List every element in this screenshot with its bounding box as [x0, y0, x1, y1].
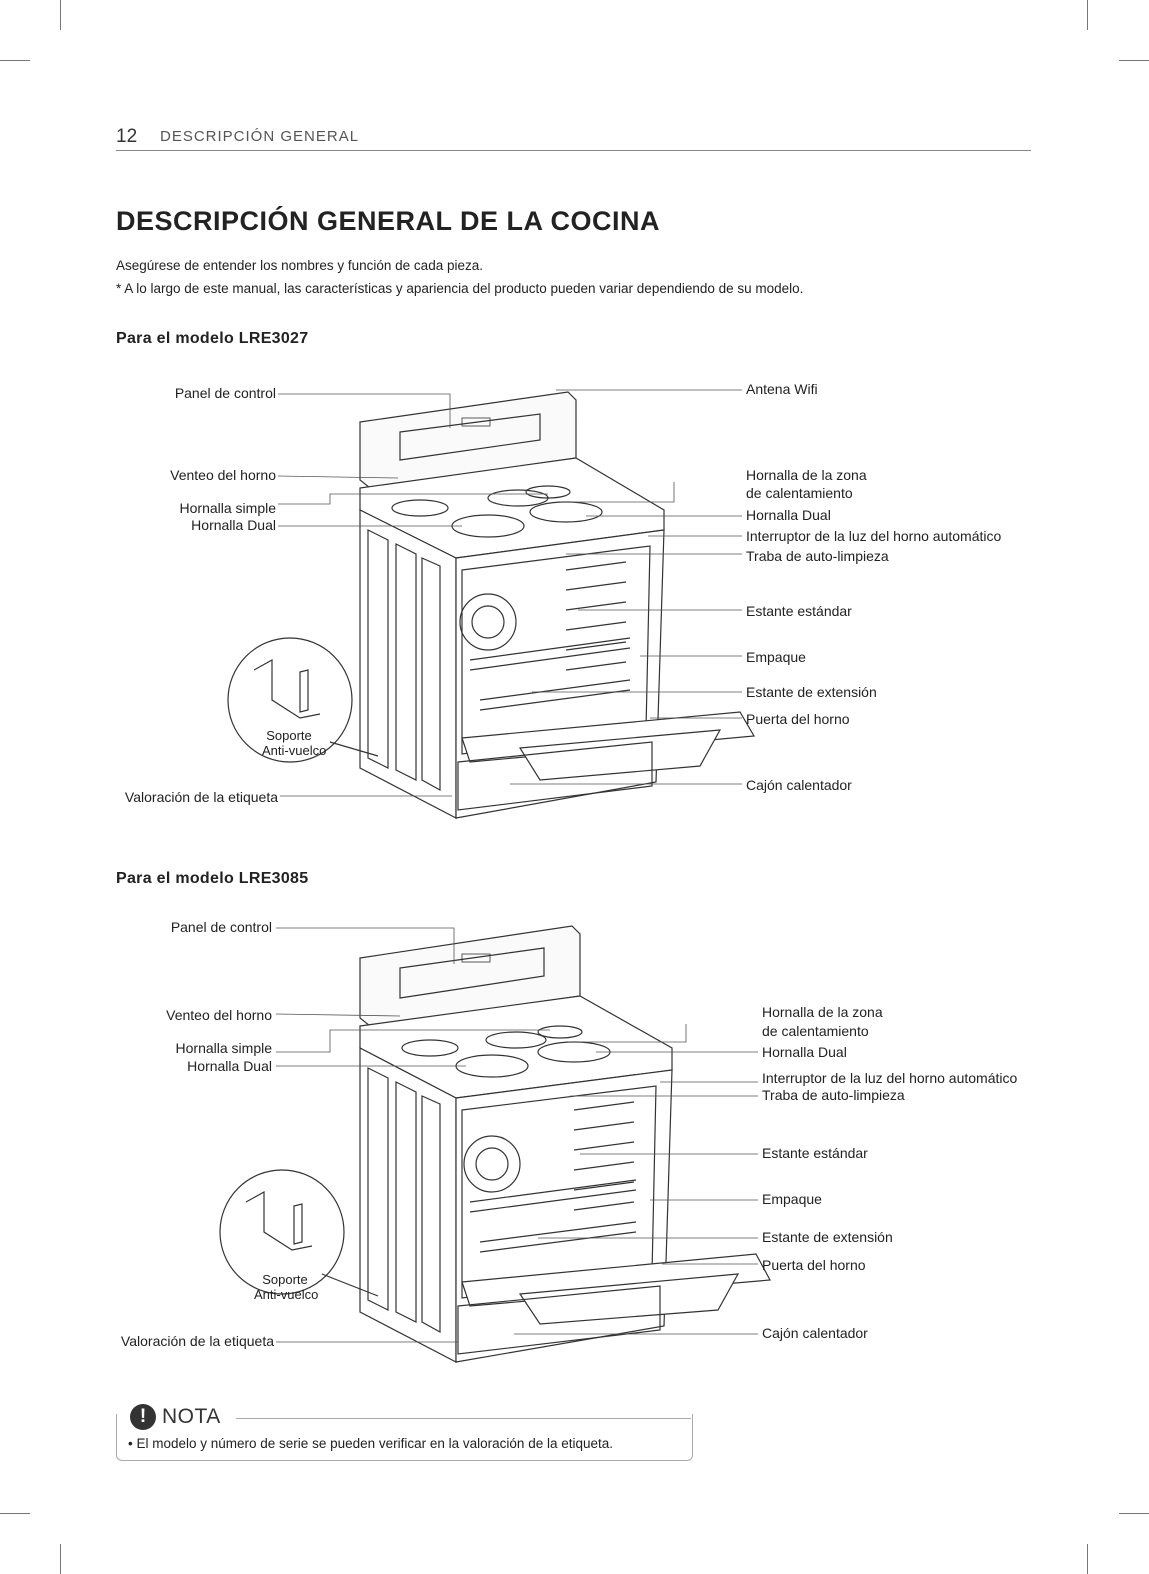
model-heading: Para el modelo LRE3027	[116, 330, 309, 347]
label-warming-zone: Hornalla de la zona	[762, 1004, 883, 1020]
label-rating-label: Valoración de la etiqueta	[124, 789, 278, 805]
label-standard-rack: Estante estándar	[762, 1145, 868, 1161]
crop-mark	[1087, 1544, 1088, 1574]
crop-mark	[1119, 1513, 1149, 1514]
label-oven-light-switch: Interruptor de la luz del horno automáti…	[746, 528, 1002, 544]
anti-tip-line2: Anti-vuelco	[262, 743, 327, 758]
label-gasket: Empaque	[762, 1191, 822, 1207]
exclamation-icon: !	[130, 1404, 156, 1430]
anti-tip-line2: Anti-vuelco	[254, 1287, 319, 1302]
label-single-burner: Hornalla simple	[179, 500, 276, 516]
label-warming-zone-2: de calentamiento	[746, 485, 853, 501]
page-title: DESCRIPCIÓN GENERAL DE LA COCINA	[116, 206, 661, 236]
range-diagram: Panel de control Venteo del horno Hornal…	[0, 370, 1149, 830]
label-single-burner: Hornalla simple	[175, 1040, 272, 1056]
crop-mark	[1119, 60, 1149, 61]
anti-tip-line1: Soporte	[266, 728, 312, 743]
label-extension-rack: Estante de extensión	[762, 1229, 893, 1245]
label-wifi-antenna: Antena Wifi	[746, 381, 818, 397]
note-divider	[236, 1418, 691, 1419]
model-heading: Para el modelo LRE3085	[116, 870, 309, 887]
label-control-panel: Panel de control	[174, 385, 276, 401]
intro-line: Asegúrese de entender los nombres y func…	[116, 258, 483, 273]
label-dual-burner-right: Hornalla Dual	[746, 507, 831, 523]
range-illustration	[227, 389, 755, 819]
label-oven-door: Puerta del horno	[746, 711, 850, 727]
label-warming-zone: Hornalla de la zona	[746, 467, 867, 483]
intro-line: * A lo largo de este manual, las caracte…	[116, 281, 804, 296]
label-standard-rack: Estante estándar	[746, 603, 852, 619]
note-text: • El modelo y número de serie se pueden …	[128, 1436, 614, 1451]
crop-mark	[1087, 0, 1088, 30]
note-box	[116, 1414, 693, 1461]
label-self-clean-lock: Traba de auto-limpieza	[762, 1087, 905, 1103]
label-control-panel: Panel de control	[170, 919, 272, 935]
label-warming-drawer: Cajón calentador	[746, 777, 852, 793]
crop-mark	[0, 60, 30, 61]
label-dual-burner: Hornalla Dual	[191, 517, 276, 533]
label-dual-burner-right: Hornalla Dual	[762, 1044, 847, 1060]
note-title: NOTA	[162, 1405, 221, 1428]
label-warming-drawer: Cajón calentador	[762, 1325, 868, 1341]
note-header: ! NOTA	[130, 1404, 227, 1430]
range-illustration	[219, 925, 771, 1363]
range-diagram: Panel de control Venteo del horno Hornal…	[0, 906, 1149, 1376]
label-self-clean-lock: Traba de auto-limpieza	[746, 548, 889, 564]
page-number: 12	[116, 126, 138, 147]
crop-mark	[60, 1544, 61, 1574]
label-oven-light-switch: Interruptor de la luz del horno automáti…	[762, 1070, 1018, 1086]
label-oven-door: Puerta del horno	[762, 1257, 866, 1273]
anti-tip-line1: Soporte	[262, 1272, 308, 1287]
label-oven-vent: Venteo del horno	[170, 467, 276, 483]
crop-mark	[60, 0, 61, 30]
label-rating-label: Valoración de la etiqueta	[120, 1333, 274, 1349]
label-extension-rack: Estante de extensión	[746, 684, 877, 700]
label-dual-burner: Hornalla Dual	[187, 1058, 272, 1074]
page-header: 12 DESCRIPCIÓN GENERAL	[116, 126, 1031, 151]
section-name: DESCRIPCIÓN GENERAL	[160, 128, 360, 145]
label-gasket: Empaque	[746, 649, 806, 665]
crop-mark	[0, 1513, 30, 1514]
label-oven-vent: Venteo del horno	[166, 1007, 272, 1023]
label-warming-zone-2: de calentamiento	[762, 1023, 869, 1039]
